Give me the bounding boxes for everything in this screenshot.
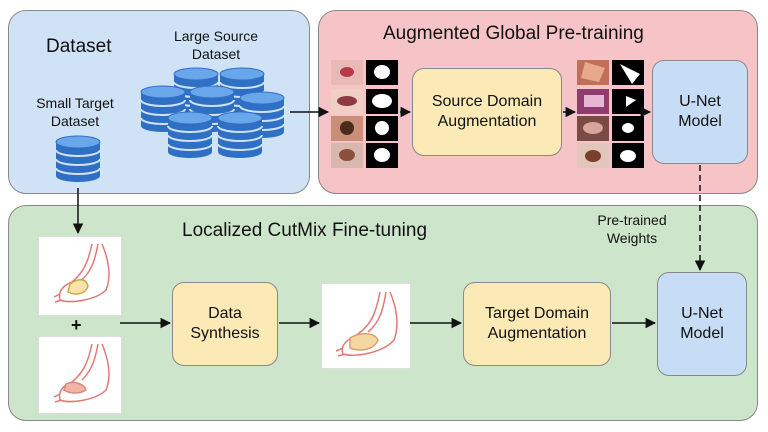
foot-sketch-1 bbox=[53, 243, 110, 303]
large-source-database-icon bbox=[140, 67, 285, 159]
target-domain-augmentation-box: Target Domain Augmentation bbox=[463, 282, 611, 366]
pretrain-title: Augmented Global Pre-training bbox=[383, 23, 644, 44]
unet-model-pretrain-box: U-Net Model bbox=[652, 60, 748, 164]
synthesized-foot-sketch bbox=[335, 291, 398, 357]
target-image-card-1 bbox=[38, 236, 122, 316]
dataset-title: Dataset bbox=[46, 36, 112, 57]
source-image-thumbnails bbox=[331, 60, 398, 168]
plus-sign: + bbox=[71, 315, 82, 335]
augmented-image-thumbnails bbox=[577, 60, 644, 168]
unet-model-finetune-box: U-Net Model bbox=[657, 272, 747, 376]
large-source-label: Large Source Dataset bbox=[173, 28, 259, 62]
finetune-title: Localized CutMix Fine-tuning bbox=[182, 220, 428, 241]
pretrained-weights-label: Pre-trained Weights bbox=[597, 212, 667, 246]
source-domain-augmentation-box: Source Domain Augmentation bbox=[412, 68, 562, 156]
foot-sketch-2 bbox=[53, 343, 110, 403]
data-synthesis-box: Data Synthesis bbox=[172, 282, 278, 366]
small-target-database-icon bbox=[55, 135, 101, 183]
small-target-label: Small Target Dataset bbox=[36, 95, 114, 129]
